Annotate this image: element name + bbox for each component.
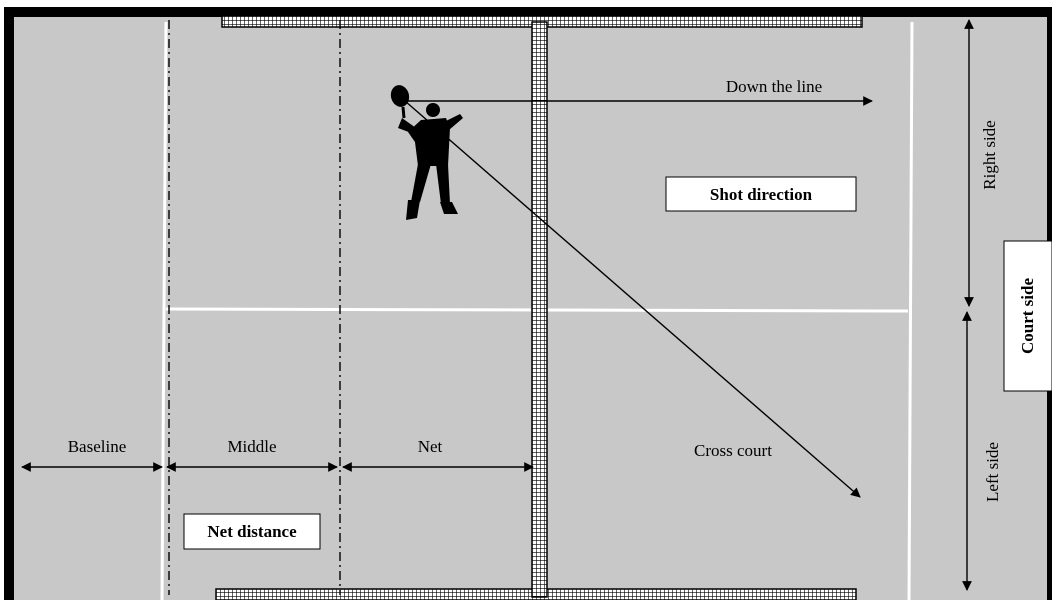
net-distance-title-box: Net distance: [184, 514, 320, 549]
court-side-title: Court side: [1018, 278, 1037, 354]
court-side-title-box: Court side: [1004, 241, 1052, 391]
shot-direction-title: Shot direction: [710, 185, 813, 204]
down-the-line-label: Down the line: [726, 77, 822, 96]
net-label: Net: [418, 437, 443, 456]
cross-court-label: Cross court: [694, 441, 772, 460]
right-side-label: Right side: [980, 120, 999, 189]
middle-label: Middle: [227, 437, 276, 456]
baseline-label: Baseline: [68, 437, 127, 456]
net-distance-title: Net distance: [207, 522, 297, 541]
left-side-label: Left side: [983, 442, 1002, 502]
net: [532, 22, 547, 597]
shot-direction-title-box: Shot direction: [666, 177, 856, 211]
